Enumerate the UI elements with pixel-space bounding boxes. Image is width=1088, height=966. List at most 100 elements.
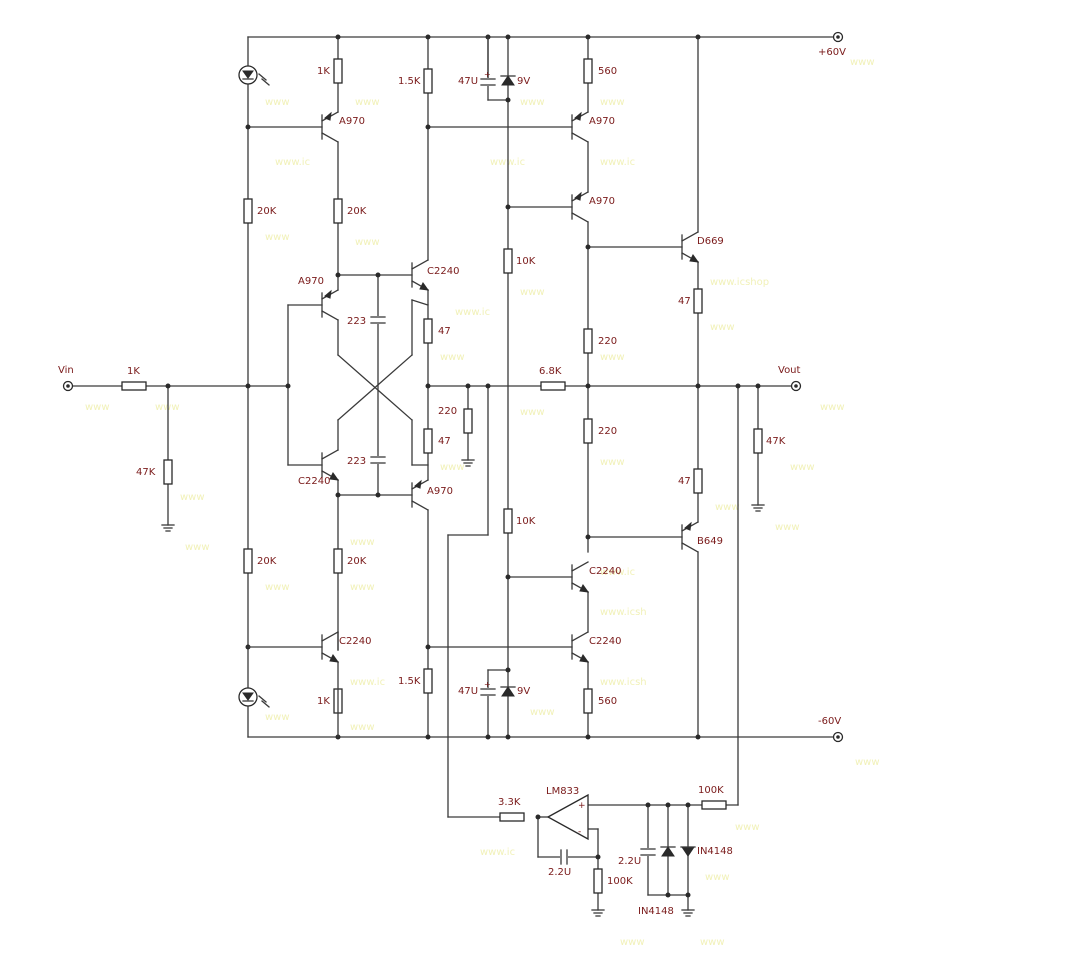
- svg-text:B649: B649: [697, 536, 723, 547]
- svg-text:www.ic: www.ic: [455, 307, 490, 318]
- resistor-r-out-top: 47: [678, 288, 703, 314]
- svg-text:www: www: [180, 492, 205, 503]
- svg-text:IN4148: IN4148: [638, 906, 674, 917]
- vpos-terminal: +60V: [818, 31, 846, 58]
- transistor-q-top-left: A970: [321, 111, 365, 143]
- svg-text:D669: D669: [697, 236, 724, 247]
- svg-text:www: www: [350, 537, 375, 548]
- vout-terminal: Vout: [778, 365, 802, 392]
- capacitor-c-x-top: 223: [347, 316, 386, 327]
- resistor-r-in: 1K: [121, 366, 147, 391]
- vout-label: Vout: [778, 365, 801, 376]
- svg-text:1K: 1K: [317, 66, 330, 77]
- svg-text:1.5K: 1.5K: [398, 676, 421, 687]
- resistor-r-cs-top: 560: [583, 58, 617, 84]
- svg-text:www: www: [185, 542, 210, 553]
- svg-text:C2240: C2240: [339, 636, 371, 647]
- svg-text:www: www: [600, 352, 625, 363]
- svg-text:www: www: [265, 712, 290, 723]
- svg-text:C2240: C2240: [589, 636, 621, 647]
- transistor-q-bot-left: C2240: [247, 631, 371, 738]
- vneg-label: -60V: [818, 716, 841, 727]
- transistor-q-cross-npn: C2240: [411, 259, 459, 291]
- svg-text:9V: 9V: [517, 686, 530, 697]
- svg-text:www: www: [710, 322, 735, 333]
- svg-text:www: www: [520, 287, 545, 298]
- ground-mid: [461, 459, 475, 467]
- svg-text:220: 220: [598, 426, 617, 437]
- diode-d-clamp-a: IN4148: [638, 846, 676, 917]
- resistor-r-in-shunt: 47K: [136, 459, 173, 485]
- svg-text:www: www: [600, 457, 625, 468]
- resistor-r-emit-bot: 47: [423, 428, 451, 454]
- capacitor-c-dc-filt: 2.2U: [618, 848, 656, 867]
- svg-text:1K: 1K: [127, 366, 140, 377]
- transistor-q-vas-top1: A970: [571, 111, 615, 143]
- zener-z-bot: 9V: [500, 686, 530, 697]
- resistor-r-led-top: 1K: [317, 58, 343, 84]
- svg-text:www: www: [735, 822, 760, 833]
- svg-text:20K: 20K: [347, 556, 367, 567]
- resistor-r-ltp-top: 20K: [333, 198, 367, 224]
- transistor-q-drv-bot: B649: [681, 521, 723, 553]
- svg-text:A970: A970: [339, 116, 365, 127]
- watermark-layer: www www.ic www www www www www.ic www ww…: [85, 57, 880, 948]
- svg-text:www: www: [520, 407, 545, 418]
- svg-text:-: -: [578, 827, 581, 837]
- svg-text:560: 560: [598, 66, 617, 77]
- svg-text:1.5K: 1.5K: [398, 76, 421, 87]
- svg-text:www: www: [440, 462, 465, 473]
- svg-text:47: 47: [438, 326, 451, 337]
- resistor-r-out-bot: 47: [678, 468, 703, 494]
- svg-text:10K: 10K: [516, 256, 536, 267]
- ground-in: [161, 524, 175, 532]
- wires: [67, 36, 839, 911]
- svg-text:www: www: [715, 502, 740, 513]
- svg-text:www.ic: www.ic: [600, 157, 635, 168]
- svg-text:47U: 47U: [458, 686, 478, 697]
- svg-text:www: www: [155, 402, 180, 413]
- svg-text:www: www: [265, 97, 290, 108]
- svg-text:www: www: [775, 522, 800, 533]
- transistor-q-vas-bot2: C2240: [571, 631, 621, 663]
- svg-text:www.ic: www.ic: [480, 847, 515, 858]
- svg-text:20K: 20K: [347, 206, 367, 217]
- svg-text:20K: 20K: [257, 556, 277, 567]
- vin-terminal: Vin: [58, 365, 74, 392]
- ground-dc-clamp: [681, 909, 695, 917]
- svg-text:100K: 100K: [698, 785, 724, 796]
- ground-dc-res: [591, 909, 605, 917]
- resistor-r-div-bot: 10K: [503, 508, 536, 534]
- vin-label: Vin: [58, 365, 74, 376]
- svg-text:+: +: [484, 70, 491, 79]
- svg-text:www: www: [440, 352, 465, 363]
- resistor-r-load: 47K: [753, 428, 786, 454]
- zener-z-top: 9V: [500, 75, 530, 87]
- svg-text:www: www: [620, 937, 645, 948]
- transistor-q-cross-pnp: A970: [411, 479, 453, 511]
- svg-text:100K: 100K: [607, 876, 633, 887]
- svg-text:+: +: [578, 801, 586, 811]
- resistor-r-emit-top: 47: [423, 318, 451, 344]
- svg-text:www: www: [265, 582, 290, 593]
- svg-text:www: www: [355, 237, 380, 248]
- svg-text:www.icsh: www.icsh: [600, 607, 647, 618]
- vpos-label: +60V: [818, 47, 846, 58]
- capacitor-c-ref-bot: + 47U: [458, 680, 496, 697]
- resistor-r-fb: 6.8K: [539, 366, 566, 391]
- resistor-r-vas-bot: 1.5K: [398, 668, 433, 694]
- vneg-terminal: -60V: [818, 716, 844, 743]
- svg-text:LM833: LM833: [546, 786, 579, 797]
- svg-text:+: +: [484, 680, 491, 689]
- resistor-r-ltp-bot: 20K: [333, 548, 367, 574]
- svg-text:IN4148: IN4148: [697, 846, 733, 857]
- resistor-r-dc-fb: 100K: [698, 785, 727, 810]
- svg-text:www: www: [705, 872, 730, 883]
- svg-text:2.2U: 2.2U: [548, 867, 571, 878]
- svg-text:2.2U: 2.2U: [618, 856, 641, 867]
- ground-load: [751, 504, 765, 512]
- svg-text:47: 47: [678, 476, 691, 487]
- svg-text:www: www: [350, 722, 375, 733]
- resistor-r-div-top: 10K: [503, 248, 536, 274]
